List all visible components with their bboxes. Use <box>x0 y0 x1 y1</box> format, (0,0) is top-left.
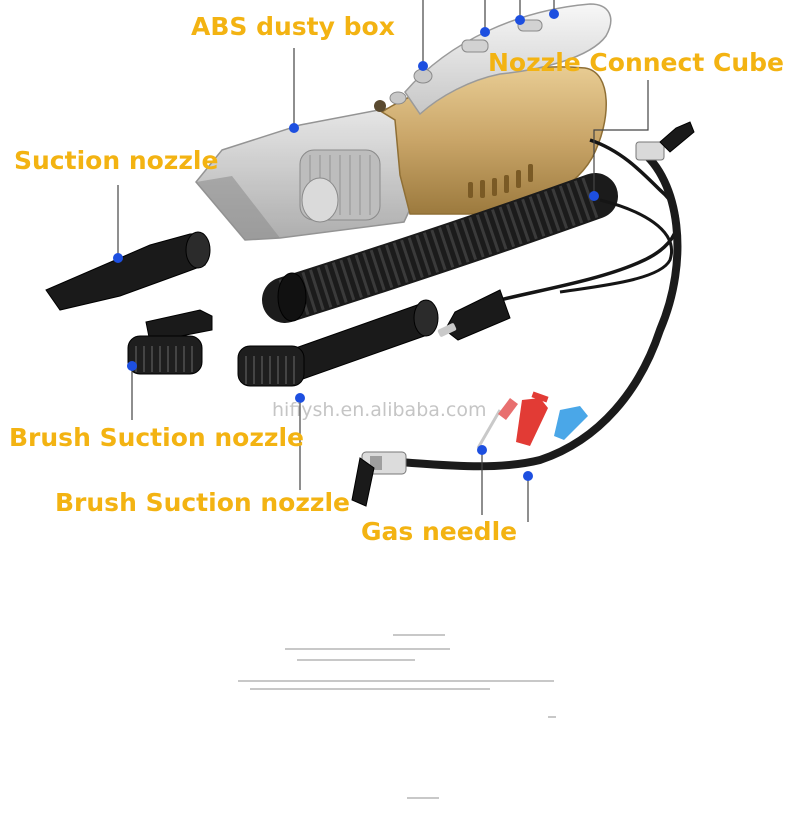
extension-hose <box>262 173 618 323</box>
marker-brush-small <box>127 361 137 371</box>
blue-needle <box>554 406 588 440</box>
car-plug <box>444 289 511 341</box>
suction-nozzle <box>45 233 209 311</box>
label-brush-suction-nozzle-1: Brush Suction nozzle <box>9 423 304 452</box>
label-gas-needle: Gas needle <box>361 517 518 546</box>
gas-needles <box>476 391 588 449</box>
label-brush-suction-nozzle-2: Brush Suction nozzle <box>55 488 350 517</box>
markers <box>113 9 599 481</box>
brush-nozzle-large <box>237 299 439 387</box>
hose-top-connector <box>635 121 695 161</box>
marker-needle <box>477 445 487 455</box>
marker-hose <box>589 191 599 201</box>
marker-button-1 <box>418 61 428 71</box>
marker-button-4 <box>549 9 559 19</box>
brush-nozzle-small <box>127 309 213 375</box>
label-abs-dusty-box: ABS dusty box <box>191 12 395 41</box>
label-suction-nozzle: Suction nozzle <box>14 146 219 175</box>
red-needle <box>516 398 548 446</box>
power-cord <box>499 138 680 302</box>
watermark: hifiysh.en.alibaba.com <box>272 399 487 421</box>
hose-valve-connector <box>351 451 407 507</box>
label-nozzle-connect-cube: Nozzle Connect Cube <box>488 48 784 77</box>
marker-suction-nozzle <box>113 253 123 263</box>
marker-air-hose <box>523 471 533 481</box>
marker-brush-large <box>295 393 305 403</box>
marker-button-3 <box>515 15 525 25</box>
marker-dust-box <box>289 123 299 133</box>
leader-lines <box>117 0 649 522</box>
vacuum-cleaner <box>195 3 612 241</box>
marker-button-2 <box>480 27 490 37</box>
air-pump-hose <box>396 146 682 471</box>
vacuum-handle <box>404 3 612 116</box>
